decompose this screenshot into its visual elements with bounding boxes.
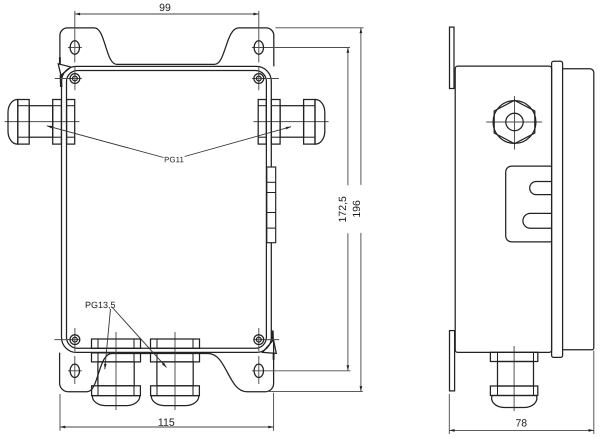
svg-text:172,5: 172,5 [337, 196, 349, 222]
svg-text:78: 78 [515, 417, 527, 429]
svg-text:196: 196 [351, 200, 363, 218]
svg-text:PG13,5: PG13,5 [85, 300, 116, 310]
svg-text:115: 115 [158, 417, 175, 429]
svg-text:PG11: PG11 [164, 155, 184, 164]
svg-text:99: 99 [159, 2, 171, 14]
